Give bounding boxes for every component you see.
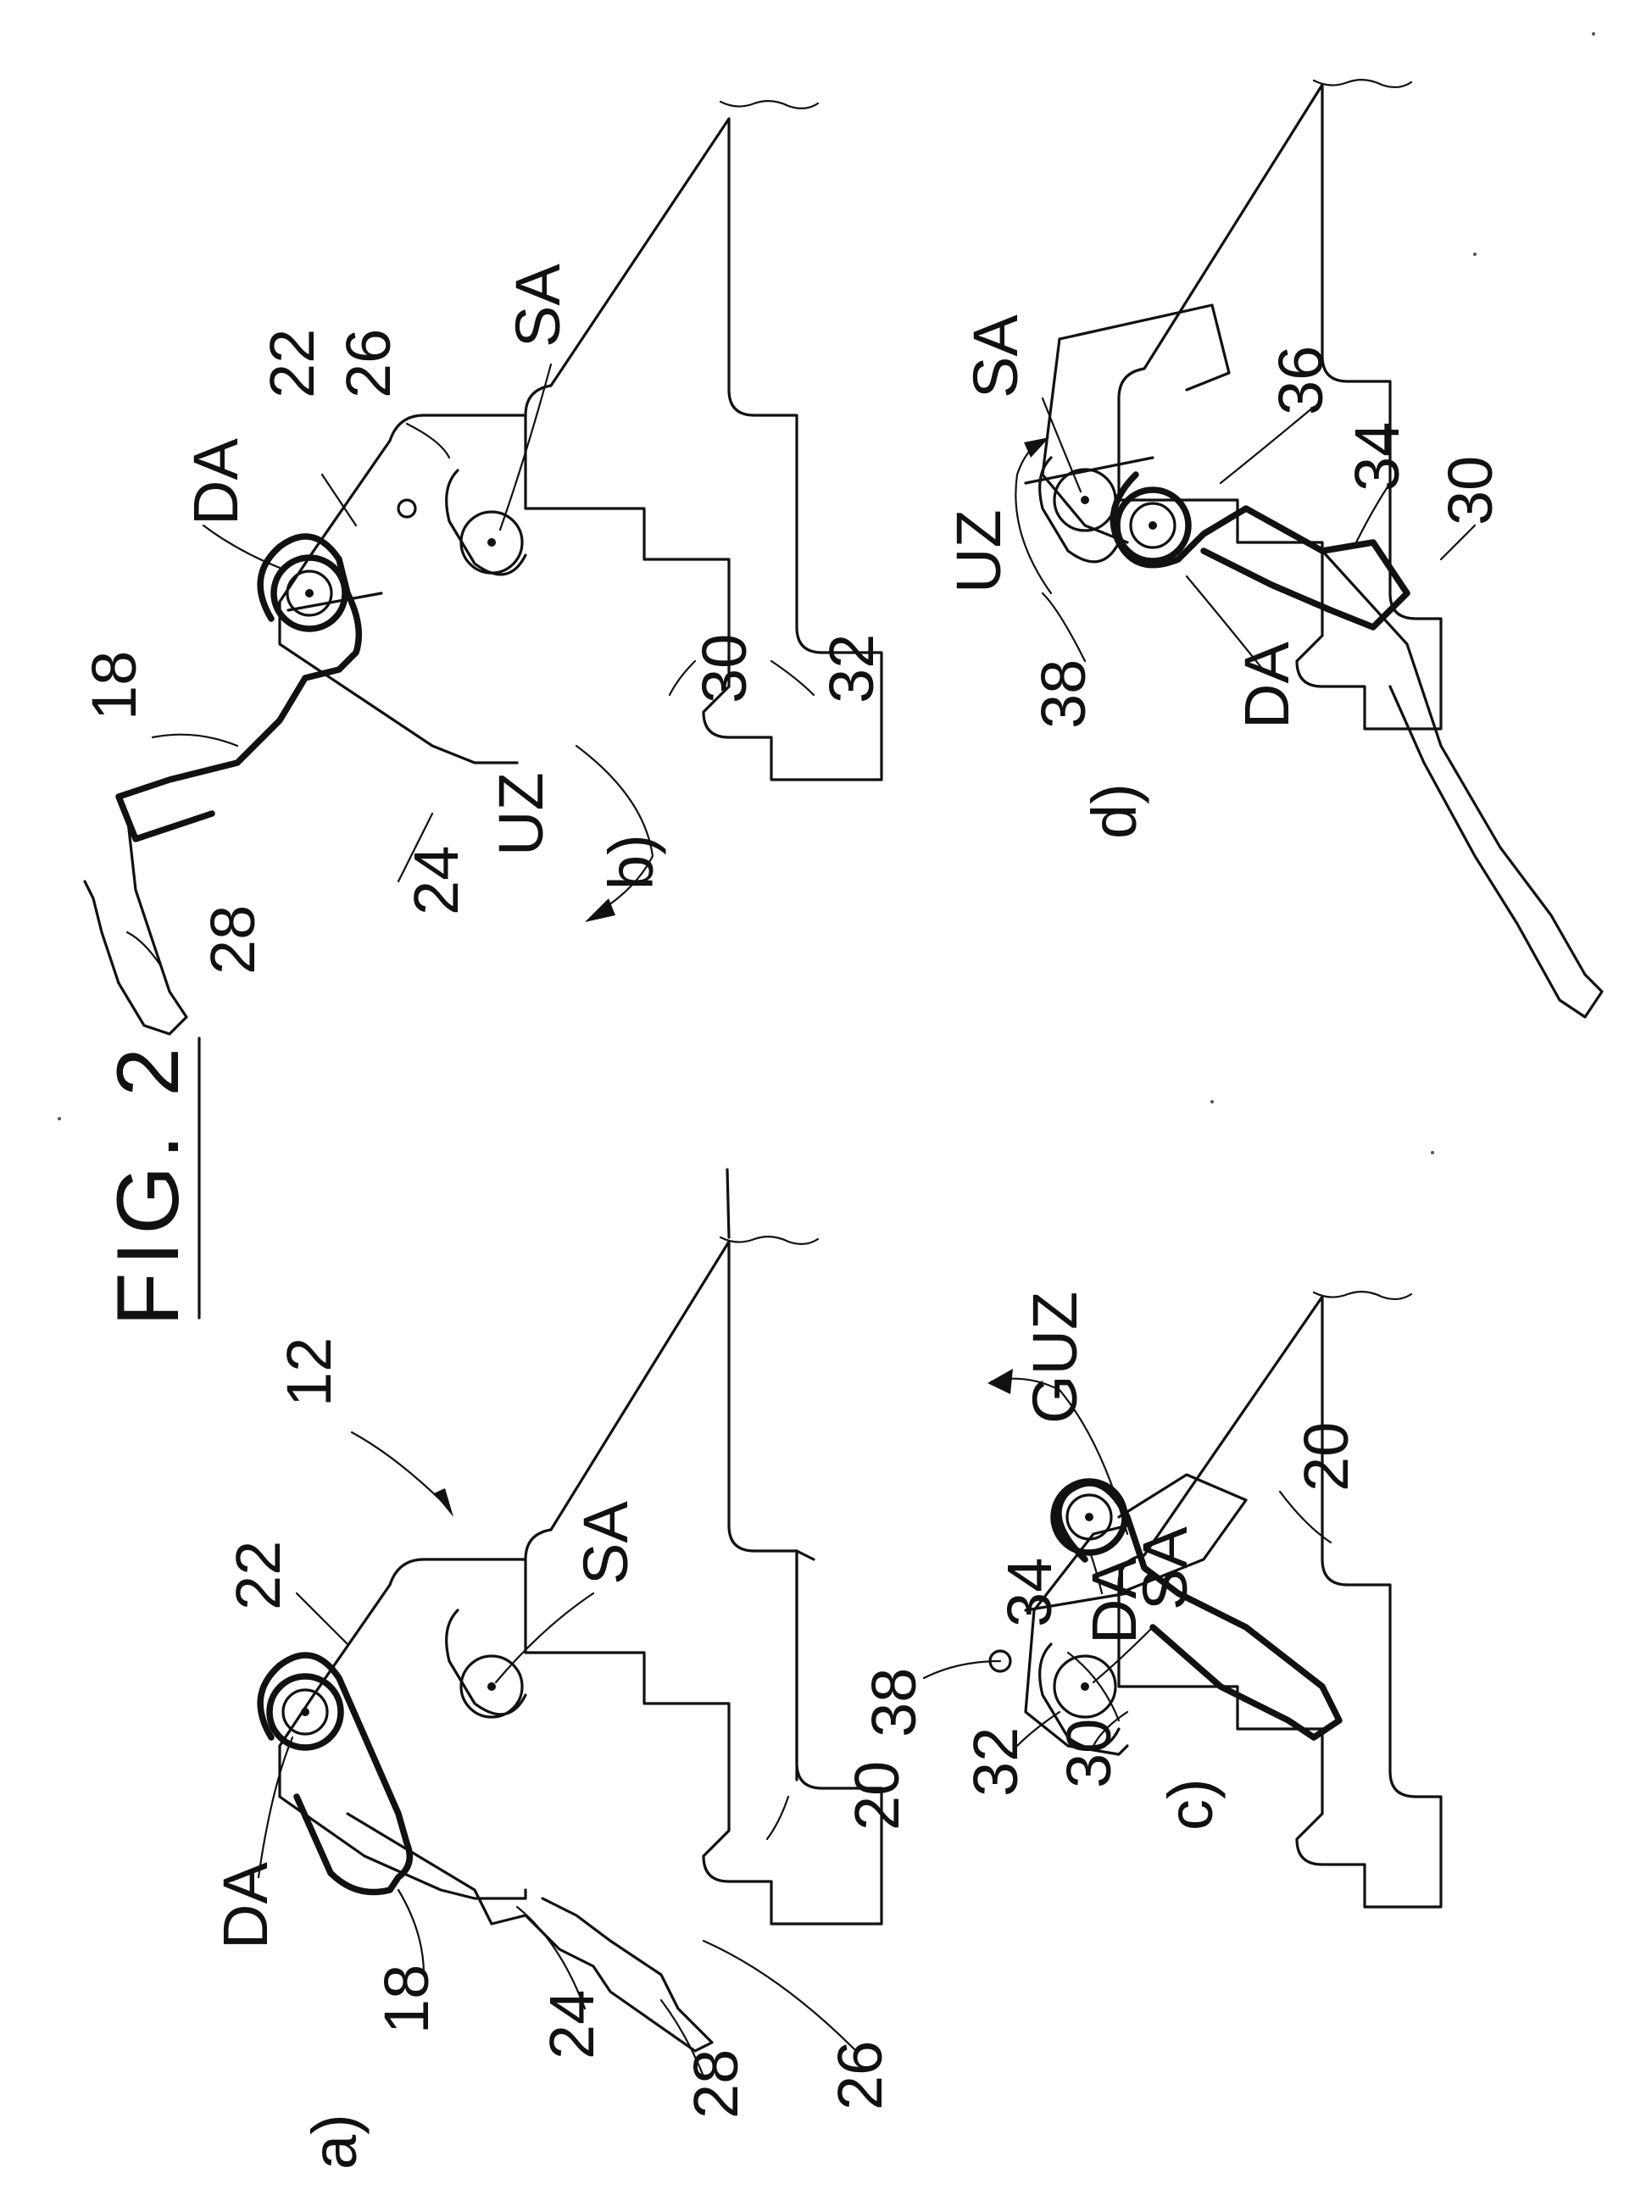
panel-c: GUZ 20 SA 38 34 DA 30 32 c)	[859, 1292, 1441, 1907]
label-32: 32	[816, 634, 887, 703]
label-28: 28	[681, 2049, 751, 2119]
label-da: DA	[181, 438, 251, 525]
label-da: DA	[210, 1862, 281, 1949]
pivot-sa-center	[1081, 1682, 1089, 1691]
leader-38	[1043, 593, 1085, 661]
leader-38	[924, 1661, 1000, 1678]
frame-rail	[727, 1170, 814, 1780]
panel-tag-c: c)	[1155, 1778, 1226, 1831]
pivot-da-center	[1149, 521, 1157, 530]
latch-lever-18	[119, 536, 359, 839]
label-da: DA	[1079, 1557, 1149, 1644]
label-da: DA	[1232, 642, 1302, 729]
label-uz: UZ	[943, 509, 1014, 593]
leader-34	[1068, 1653, 1119, 1720]
leader-sa	[496, 1593, 593, 1682]
leader-36	[1221, 407, 1314, 483]
label-28: 28	[197, 905, 268, 975]
figure-title: FIG. 2	[99, 1041, 197, 1326]
label-34: 34	[1342, 422, 1412, 492]
label-26: 26	[825, 2041, 895, 2110]
leader-20	[767, 1797, 788, 1839]
leader-22	[297, 1593, 348, 1644]
pivot-sa-center	[487, 538, 496, 547]
leader-32	[771, 661, 814, 695]
leader-26	[407, 424, 449, 458]
frame-rail-break	[720, 1237, 818, 1244]
catch-edge	[288, 593, 381, 610]
label-26: 26	[333, 329, 403, 398]
leader-26	[704, 1941, 856, 2051]
label-38: 38	[1028, 659, 1099, 729]
frame-rail-break	[1314, 80, 1411, 87]
label-30: 30	[1054, 1719, 1124, 1788]
label-34: 34	[994, 1558, 1065, 1627]
frame-rail-break	[720, 101, 818, 108]
lever-arm-28	[85, 814, 186, 1034]
panel-d: SA UZ 36 34 30 38 DA d)	[943, 80, 1602, 1017]
pivot-da-center	[1085, 1513, 1093, 1521]
housing-plate	[1043, 305, 1229, 542]
panel-tag-a: a)	[299, 2114, 370, 2170]
label-38: 38	[859, 1668, 929, 1737]
label-24: 24	[401, 846, 471, 915]
label-24: 24	[537, 1990, 607, 2059]
label-sa: SA	[960, 314, 1031, 398]
leader-22	[322, 475, 356, 525]
label-32: 32	[960, 1727, 1031, 1797]
label-20: 20	[1291, 1422, 1361, 1492]
arrow-uz-head	[585, 898, 615, 922]
arrow-guz-head	[987, 1369, 1013, 1394]
label-18: 18	[371, 1965, 442, 2034]
label-uz: UZ	[486, 772, 556, 856]
label-30: 30	[1435, 456, 1505, 525]
label-20: 20	[842, 1761, 912, 1831]
label-sa: SA	[570, 1501, 641, 1585]
leader-30	[1441, 525, 1475, 559]
leader-18	[398, 1890, 424, 1975]
arrow-12-head	[434, 1488, 453, 1517]
housing-plate-22	[280, 415, 526, 763]
panel-a: 12 22 SA 20 DA 18 24 28 26 a)	[210, 1170, 912, 2170]
label-18: 18	[79, 651, 149, 720]
latch-lever-18	[1113, 475, 1407, 627]
label-30: 30	[689, 634, 759, 703]
leader-18	[153, 735, 237, 746]
leader-da	[259, 1737, 292, 1877]
label-36: 36	[1265, 346, 1336, 415]
label-guz: GUZ	[1020, 1292, 1090, 1424]
figure-title-group: FIG. 2	[99, 1038, 199, 1326]
arrow-12	[352, 1432, 449, 1509]
label-sa: SA	[503, 264, 573, 347]
label-22: 22	[257, 329, 327, 398]
panel-b: 18 22 26 SA DA 28 24 UZ 30 32 b)	[79, 101, 887, 1034]
pivot-sa-center	[1081, 496, 1089, 504]
pivot-da-center	[305, 589, 314, 597]
panel-tag-d: d)	[1079, 783, 1149, 839]
label-12: 12	[274, 1337, 344, 1407]
panel-tag-b: b)	[596, 834, 666, 890]
frame-rail-break	[1314, 1292, 1411, 1299]
pivot-da-center	[301, 1708, 309, 1716]
label-22: 22	[223, 1541, 293, 1610]
pivot-sa-center	[487, 1682, 496, 1691]
rivet-hole	[398, 500, 415, 517]
